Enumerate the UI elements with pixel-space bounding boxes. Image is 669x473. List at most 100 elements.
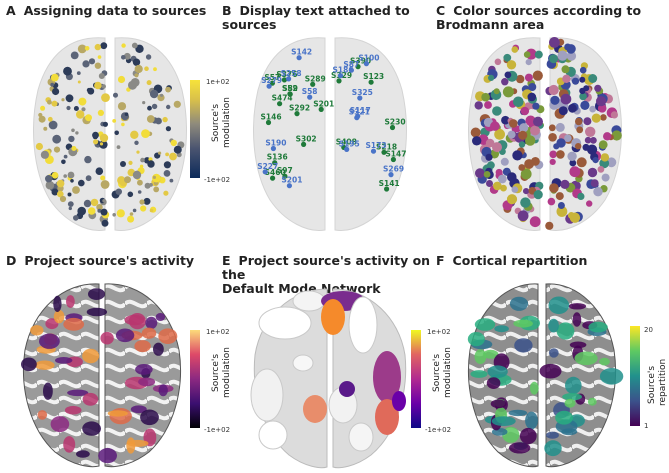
source-label: S146 [261,113,282,122]
activity-patch [134,340,151,353]
colorbar-max: 20 [644,326,653,334]
colorbar-d: 1e+02 -1e+02 Source's modulation [190,328,232,434]
brain-e [250,288,407,469]
repartition-patch [490,399,507,409]
colorbar-gradient [190,330,200,428]
panel-title-text: Display text attached to sources [222,3,410,32]
source-label: S89 [282,84,298,93]
source-dot [87,207,96,215]
repartition-patch [548,318,559,333]
activity-patch [127,439,149,447]
source-dot [83,199,92,208]
source-label: S201 [281,176,302,185]
source-dot [99,133,109,143]
brodmann-dot [488,74,495,81]
glass-brain [33,37,187,231]
activity-patch [53,309,65,324]
source-dot [63,174,67,178]
brodmann-dot [494,128,505,140]
source-dot [139,164,144,168]
brodmann-dot [517,210,529,222]
brodmann-dot [493,88,500,95]
colorbar-title-line2: repartition [658,359,668,406]
source-dot [287,91,293,97]
activity-patch [50,416,70,433]
brodmann-dot [500,157,509,166]
brodmann-dot [504,71,512,79]
source-dot [114,130,119,136]
source-dot [68,206,72,211]
brodmann-dot [606,157,617,168]
brodmann-dot [600,153,610,162]
brodmann-dot [530,125,540,136]
source-dot [92,131,99,139]
brodmann-dot [564,43,572,51]
activity-patch [76,450,90,458]
brodmann-dot [497,174,507,184]
source-dot [47,116,53,122]
source-dot [113,92,118,98]
brodmann-dot [585,126,596,137]
source-dot [121,55,126,60]
brodmann-dot [472,136,482,146]
brodmann-dot [603,132,612,141]
brodmann-dot [524,73,533,82]
brodmann-dot [586,200,593,207]
activity-patch [100,331,114,345]
source-dot [151,103,158,110]
source-dot [63,154,68,159]
brodmann-dot [556,206,568,217]
brodmann-dot [594,84,602,92]
source-dot [73,215,79,221]
brodmann-dot [583,117,592,126]
brodmann-dot [557,202,565,209]
colorbar-title-line2: modulation [222,97,232,148]
brodmann-dot [590,179,599,188]
source-dot [270,145,276,152]
source-dot [269,80,275,86]
activity-patch [37,410,48,420]
source-dot [132,58,141,66]
source-dot [50,82,55,87]
source-label: S87 [343,60,359,69]
source-dot [389,124,396,131]
brodmann-dot [561,65,570,74]
source-label: S292 [289,104,310,113]
brodmann-dot [529,216,541,228]
source-dot [70,51,79,60]
source-dot [94,62,102,69]
source-label: S97 [277,166,293,175]
repartition-patch [474,349,487,365]
source-dot [53,146,61,153]
brodmann-dot [548,124,556,132]
source-dot [265,119,272,126]
source-dot [101,219,109,227]
brodmann-dot [557,50,568,61]
source-dot [77,206,86,216]
colorbar-gradient [190,80,200,178]
source-dot [45,175,53,183]
brodmann-dot [532,102,540,110]
source-dot [145,54,152,60]
brodmann-dot [579,66,587,74]
brodmann-dot [520,168,532,180]
source-dot [165,126,171,132]
panel-letter: D [6,253,17,268]
activity-patch [88,288,105,300]
source-dot [160,93,164,97]
source-dot [147,160,155,168]
activity-patch [64,405,82,415]
brodmann-dot [524,159,534,169]
source-label: S52 [282,84,298,93]
activity-patch [82,348,100,364]
brodmann-dot [582,143,590,151]
brodmann-dot [511,46,519,53]
source-dot [112,213,116,217]
source-dot [128,160,133,165]
brodmann-dot [549,37,560,48]
colorbar-title-line1: Source's [211,354,221,392]
panel-letter: E [222,253,231,268]
source-label: S117 [350,106,371,115]
source-dot [390,156,396,163]
